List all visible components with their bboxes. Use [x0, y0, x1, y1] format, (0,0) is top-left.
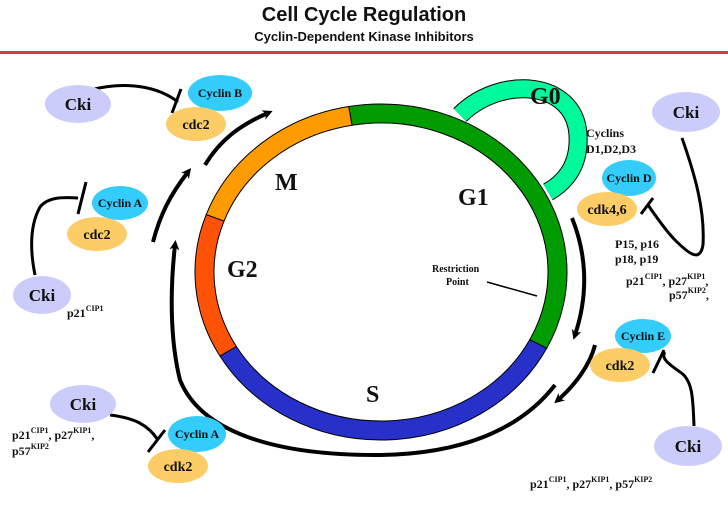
phase-label-g0: G0 [530, 84, 561, 110]
restriction-point-pointer [486, 281, 538, 297]
inhibitor-note-line2: p57KIP2, [669, 286, 709, 302]
progression-arrow-m [203, 110, 273, 167]
inhibition-bar [651, 349, 666, 374]
cdk-label: cdc2 [83, 228, 110, 243]
cyclin-node [602, 160, 656, 196]
phase-label-m: M [275, 170, 298, 196]
cdk-label: cdc2 [182, 118, 209, 133]
diagram-subtitle: Cyclin-Dependent Kinase Inhibitors [254, 29, 474, 44]
inhibition-line [30, 196, 79, 276]
inhibition-bar [76, 181, 88, 215]
cyclin-e-cdk2-complex: Cki Cyclin E cdk2 p21CIP1, p27KIP1, p57K… [530, 319, 722, 491]
cdk-label: cdk2 [606, 359, 635, 374]
cyclin-node [92, 186, 148, 220]
cyclin-label: Cyclin D [607, 171, 652, 185]
cki-node [45, 85, 111, 123]
progression-arrow-g1 [570, 217, 587, 340]
diagram-title: Cell Cycle Regulation [261, 4, 467, 26]
restriction-point-label-2: Point [446, 277, 469, 288]
ring-segment-m [205, 105, 353, 222]
cdk-label: cdk2 [164, 460, 193, 475]
cyclin-b-cdc2-complex: Cki Cyclin B cdc2 [45, 75, 252, 141]
inhibitor-note: p21CIP1 [67, 304, 103, 320]
cdk-node [67, 217, 127, 251]
title-divider [0, 51, 728, 54]
cyclin-label: Cyclin E [621, 329, 665, 343]
inhibition-bar [639, 197, 655, 215]
cki-node [13, 276, 71, 314]
cyclin-node [168, 416, 226, 452]
inhibitor-note-line1: p21CIP1, p27KIP1, [626, 272, 708, 288]
inhibition-line [109, 413, 160, 441]
inhibition-line [89, 84, 179, 104]
inhibitor-note: p21CIP1, p27KIP1, p57KIP2 [530, 475, 652, 491]
ring-segment-s [219, 338, 548, 441]
cki-node [50, 385, 116, 423]
inhibitor-note-line1: p21CIP1, p27KIP1, [12, 426, 94, 442]
cyclin-label: Cyclin B [198, 86, 242, 100]
cdk-label: cdk4,6 [587, 203, 626, 218]
inhibition-bar [170, 88, 183, 114]
cdk-node [590, 348, 650, 382]
cyclin-node [188, 75, 252, 111]
cyclin-a-cdk2-complex: Cki p21CIP1, p27KIP1, p57KIP2 Cyclin A c… [12, 385, 226, 483]
ring-segment-g2 [194, 213, 238, 357]
phase-label-g1: G1 [458, 185, 489, 211]
cyclin-label: Cyclin A [175, 427, 220, 441]
cki-node [654, 426, 722, 466]
g0-arc-fill [453, 80, 587, 200]
phase-label-g2: G2 [227, 257, 258, 283]
inhibition-bar [146, 429, 167, 453]
cki-label: Cki [673, 103, 700, 122]
ink-note-line2: p18, p19 [615, 252, 658, 266]
inhibition-line [662, 351, 696, 427]
inhibition-line [646, 137, 705, 257]
phase-label-s: S [366, 382, 379, 408]
cyclin-node [615, 319, 671, 353]
cki-node [652, 92, 720, 132]
cyclin-d-cdk46-complex: Cki Cyclins D1,D2,D3 Cyclin D cdk4,6 P15… [577, 92, 720, 302]
restriction-point-label-1: Restriction [432, 264, 480, 275]
cki-label: Cki [29, 286, 56, 305]
progression-arrow-s-g2 [169, 240, 557, 458]
progression-arrow-g2m [151, 168, 192, 243]
cki-label: Cki [65, 95, 92, 114]
progression-arrow-g1s [554, 344, 597, 404]
cyclins-note-line2: D1,D2,D3 [586, 142, 636, 156]
cki-label: Cki [675, 437, 702, 456]
cki-label: Cki [70, 395, 97, 414]
cyclin-label: Cyclin A [98, 196, 143, 210]
inhibitor-note-line2: p57KIP2 [12, 442, 49, 458]
cdk-node [577, 192, 637, 226]
cyclin-a-cdc2-complex: Cki p21CIP1 Cyclin A cdc2 [13, 181, 148, 320]
ink-note-line1: P15, p16 [615, 237, 659, 251]
cdk-node [148, 449, 208, 483]
cdk-node [166, 107, 226, 141]
cyclins-note-line1: Cyclins [586, 126, 624, 140]
ring-segment-g1 [348, 103, 568, 349]
